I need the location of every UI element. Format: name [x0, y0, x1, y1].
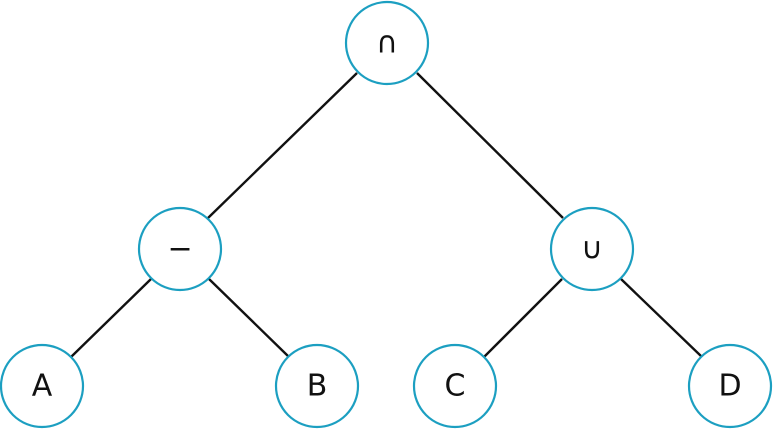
node-c-circle — [412, 343, 498, 429]
node-a: A — [0, 343, 85, 429]
edge-difference-to-b — [208, 278, 290, 358]
node-c-label: C — [445, 369, 466, 404]
node-d-circle — [687, 343, 773, 429]
node-intersection-label: ∩ — [376, 26, 398, 61]
node-difference: − — [137, 206, 223, 292]
node-c: C — [412, 343, 498, 429]
edge-root-to-union — [416, 72, 564, 219]
node-a-label: A — [32, 369, 53, 404]
node-union: ∪ — [549, 206, 635, 292]
edge-union-to-c — [483, 278, 563, 358]
node-intersection: ∩ — [344, 0, 430, 86]
node-difference-circle — [137, 206, 223, 292]
node-a-circle — [0, 343, 85, 429]
node-intersection-circle — [344, 0, 430, 86]
node-union-circle — [549, 206, 635, 292]
node-b-label: B — [307, 369, 328, 404]
node-union-label: ∪ — [581, 232, 603, 267]
edge-union-to-d — [620, 278, 703, 358]
node-difference-label: − — [167, 232, 192, 267]
node-b: B — [274, 343, 360, 429]
node-d: D — [687, 343, 773, 429]
node-b-circle — [274, 343, 360, 429]
edge-root-to-difference — [207, 72, 358, 219]
edge-difference-to-a — [70, 278, 152, 358]
node-d-label: D — [718, 369, 741, 404]
